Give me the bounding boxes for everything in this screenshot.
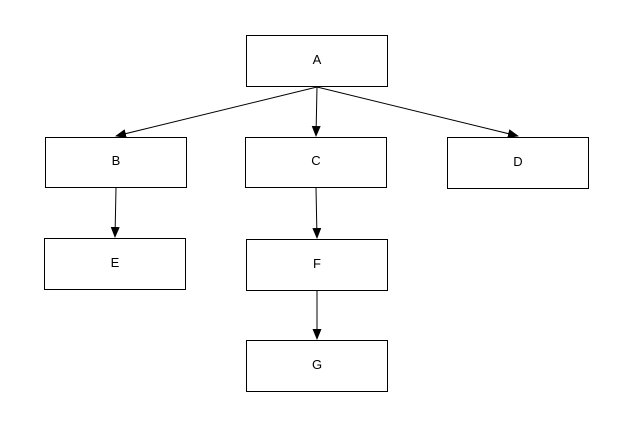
node-C: C (245, 137, 387, 188)
node-F: F (246, 239, 388, 291)
edge-A-B (115, 86, 318, 139)
node-D: D (447, 137, 589, 189)
node-E: E (44, 238, 186, 290)
node-label-D: D (513, 153, 523, 169)
edge-C-F (312, 187, 322, 239)
node-label-G: G (311, 356, 323, 372)
node-label-B: B (111, 153, 121, 168)
node-A: A (246, 35, 388, 87)
node-B: B (45, 137, 187, 188)
node-label-C: C (311, 153, 321, 168)
edge-A-C (311, 86, 321, 137)
node-label-E: E (110, 254, 120, 270)
edge-A-D (316, 86, 519, 139)
node-label-F: F (313, 255, 321, 271)
node-G: G (246, 340, 388, 392)
edge-B-E (110, 187, 120, 238)
node-label-A: A (312, 51, 322, 67)
